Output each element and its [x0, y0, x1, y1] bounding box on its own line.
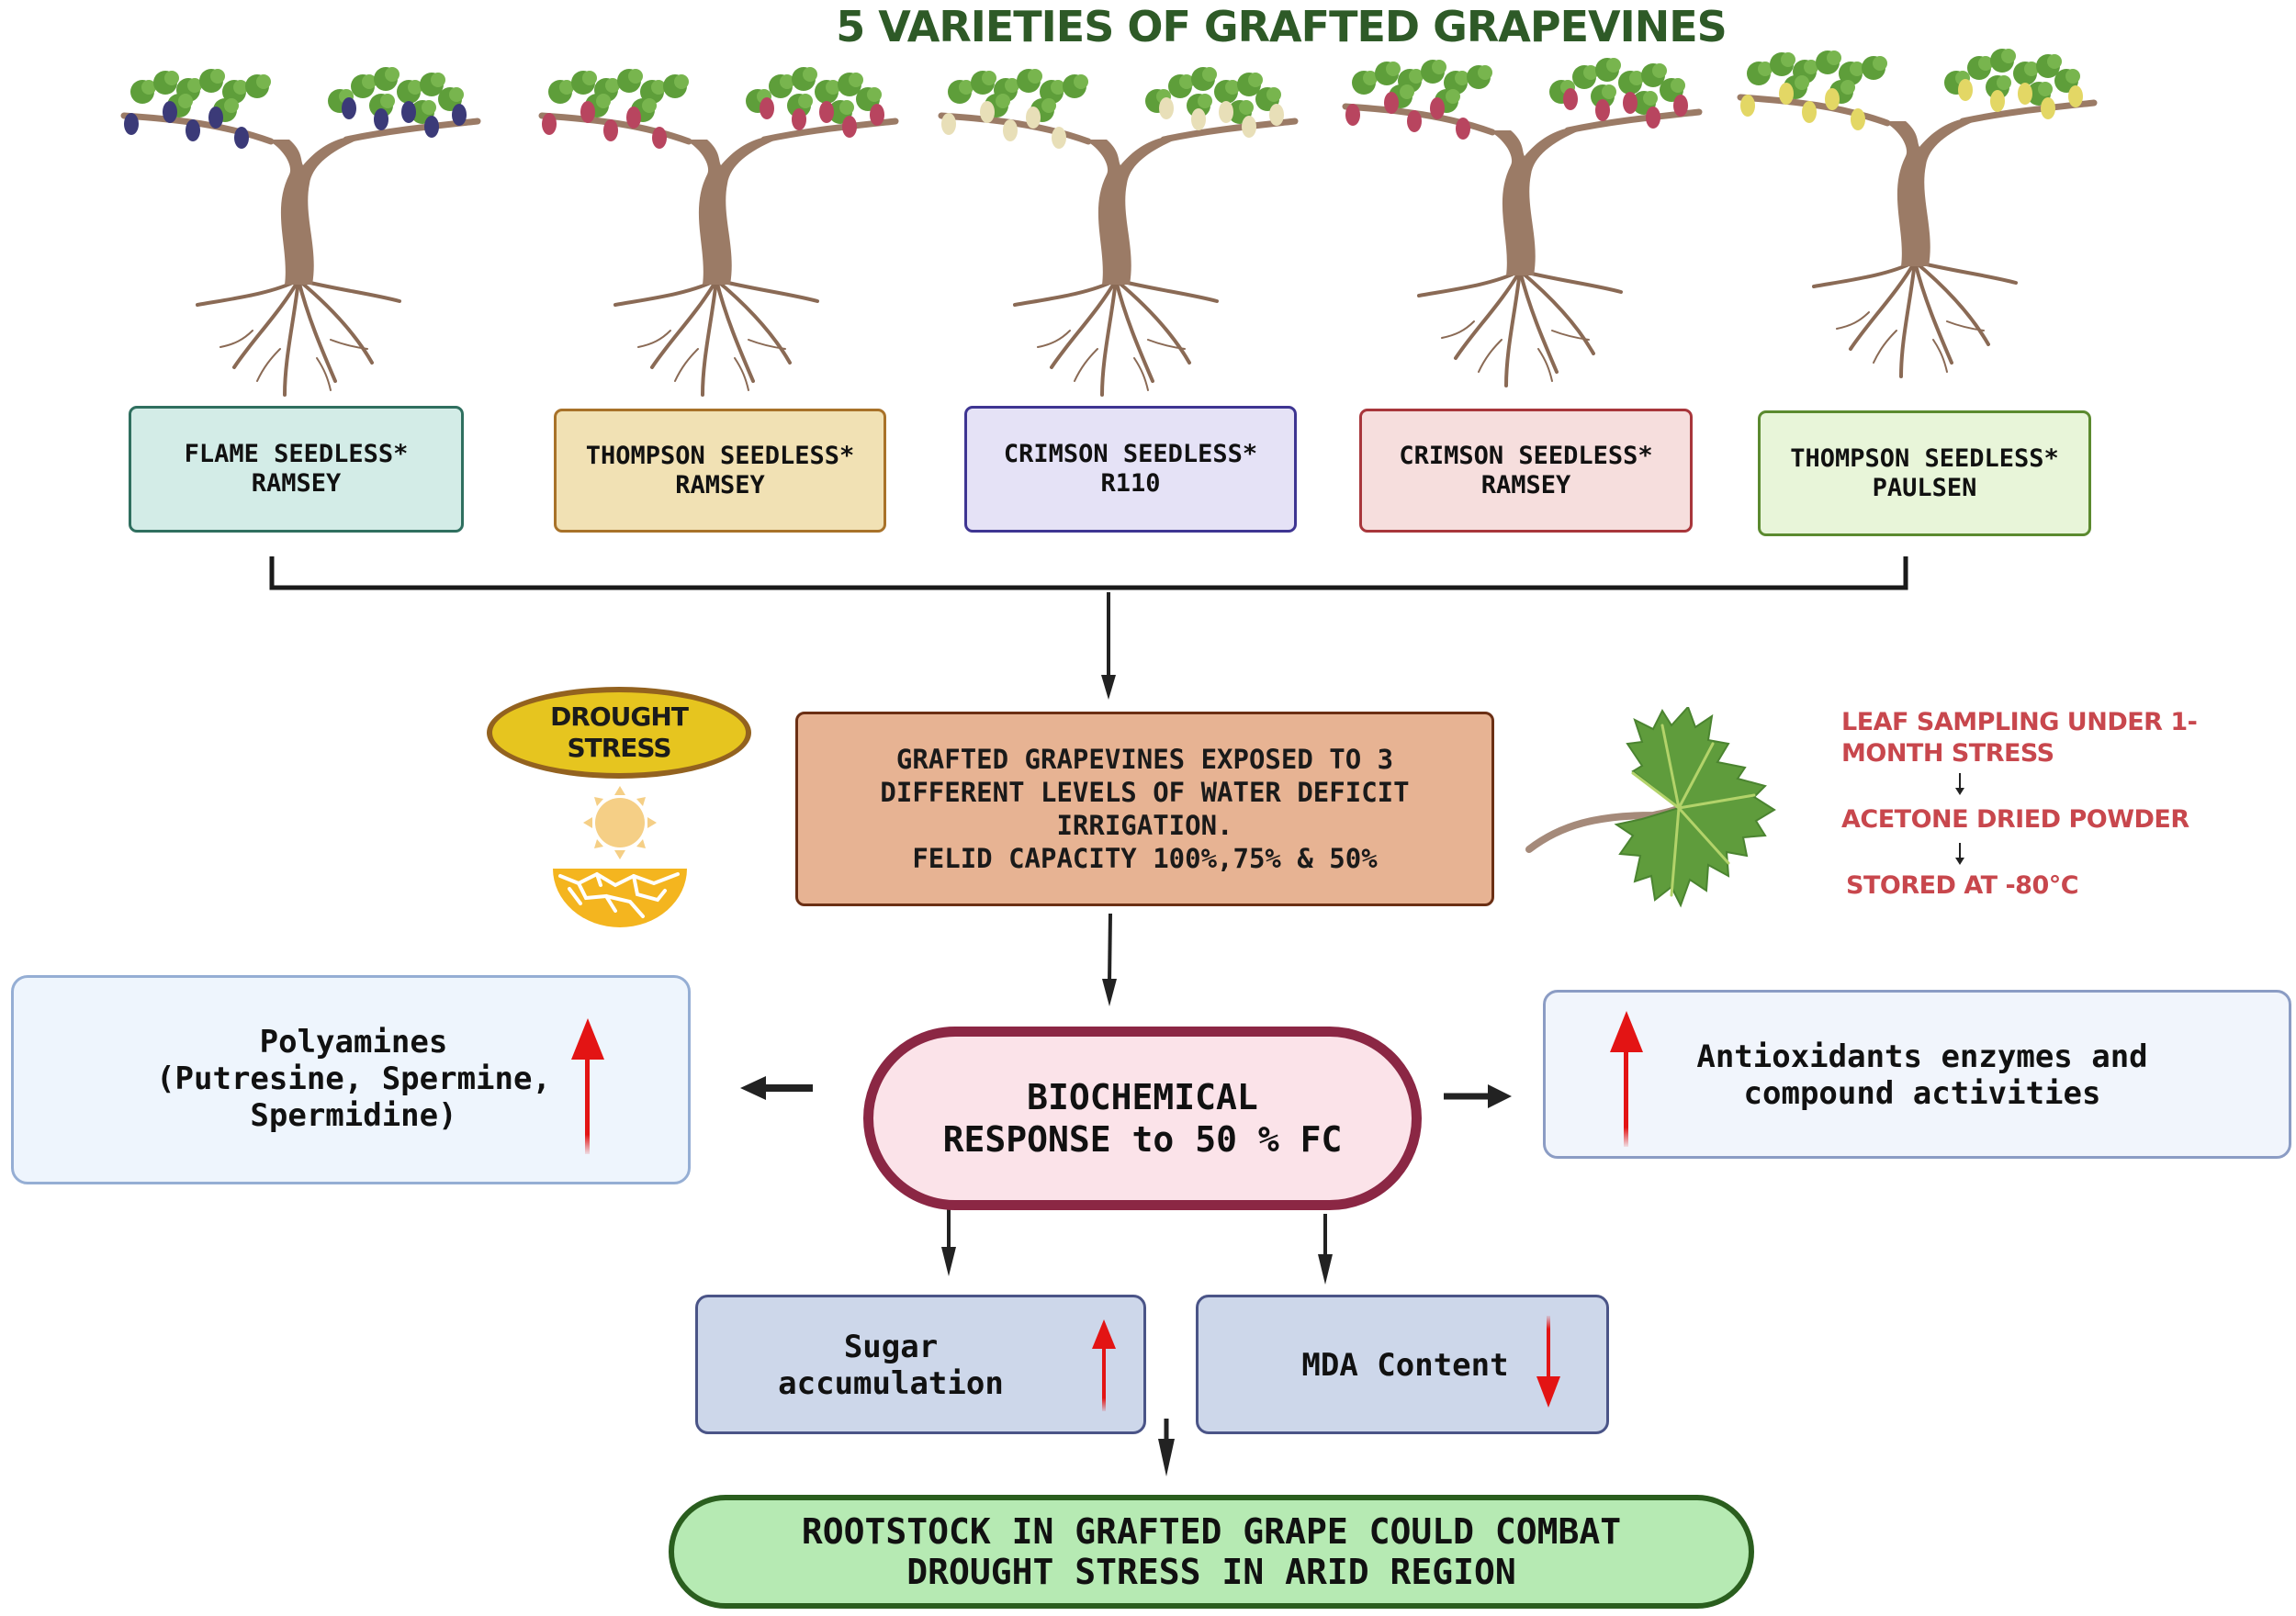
grape-leaf-icon	[1525, 707, 1776, 908]
sugar-accumulation-box: Sugar accumulation	[695, 1295, 1146, 1434]
variety-box-thompson-paulsen: THOMPSON SEEDLESS* PAULSEN	[1758, 410, 2091, 536]
arrow-response-to-polyamines	[740, 1076, 813, 1100]
variety-box-crimson-r110: CRIMSON SEEDLESS* R110	[964, 406, 1297, 533]
sugar-text: Sugar accumulation	[778, 1329, 1004, 1402]
sampling-step-2: ACETONE DRIED POWDER	[1841, 805, 2189, 834]
merge-bracket	[269, 556, 1908, 590]
drought-stress-badge: DROUGHT STRESS	[487, 687, 751, 779]
arrow-response-to-sugar	[941, 1205, 956, 1276]
arrow-treatment-to-response	[1102, 913, 1117, 1006]
mda-text: MDA Content	[1301, 1347, 1509, 1384]
grapevine-icon	[938, 67, 1299, 397]
cracked-ground-icon	[553, 869, 687, 927]
grapevine-icon	[120, 67, 481, 397]
decrease-arrow-icon	[1536, 1316, 1560, 1408]
variety-box-crimson-ramsey: CRIMSON SEEDLESS* RAMSEY	[1359, 409, 1693, 533]
mda-content-box: MDA Content	[1196, 1295, 1609, 1434]
treatment-box: GRAFTED GRAPEVINES EXPOSED TO 3 DIFFEREN…	[795, 712, 1494, 906]
arrow-response-to-antioxidants	[1444, 1084, 1512, 1108]
diagram-title: 5 VARIETIES OF GRAFTED GRAPEVINES	[836, 2, 1728, 51]
sampling-arrow-2	[1955, 843, 1964, 865]
increase-arrow-icon	[1610, 1011, 1643, 1147]
antioxidants-box: Antioxidants enzymes and compound activi…	[1543, 990, 2291, 1159]
polyamines-box: Polyamines (Putresine, Spermine, Spermid…	[11, 975, 691, 1184]
grapevine-icon	[1737, 49, 2098, 378]
arrow-response-to-mda	[1318, 1214, 1333, 1285]
variety-box-flame-ramsey: FLAME SEEDLESS* RAMSEY	[129, 406, 464, 533]
polyamines-text: Polyamines (Putresine, Spermine, Spermid…	[156, 1024, 551, 1134]
sun-icon	[583, 786, 657, 859]
biochemical-response-node: BIOCHEMICAL RESPONSE to 50 % FC	[863, 1027, 1422, 1210]
drought-icons	[553, 786, 687, 927]
sampling-step-1: LEAF SAMPLING UNDER 1- MONTH STRESS	[1841, 708, 2198, 768]
grapevine-icon	[538, 67, 899, 397]
variety-box-thompson-ramsey: THOMPSON SEEDLESS* RAMSEY	[554, 409, 886, 533]
increase-arrow-icon	[571, 1018, 604, 1154]
conclusion-node: ROOTSTOCK IN GRAFTED GRAPE COULD COMBAT …	[669, 1495, 1754, 1609]
arrow-bracket-to-treatment	[1101, 592, 1116, 700]
sampling-arrow-1	[1955, 773, 1964, 795]
arrow-to-conclusion	[1158, 1419, 1175, 1476]
increase-arrow-icon	[1092, 1319, 1116, 1411]
antioxidants-text: Antioxidants enzymes and compound activi…	[1696, 1038, 2148, 1112]
sampling-step-3: STORED AT -80°C	[1846, 871, 2079, 900]
grapevine-icon	[1342, 58, 1703, 387]
